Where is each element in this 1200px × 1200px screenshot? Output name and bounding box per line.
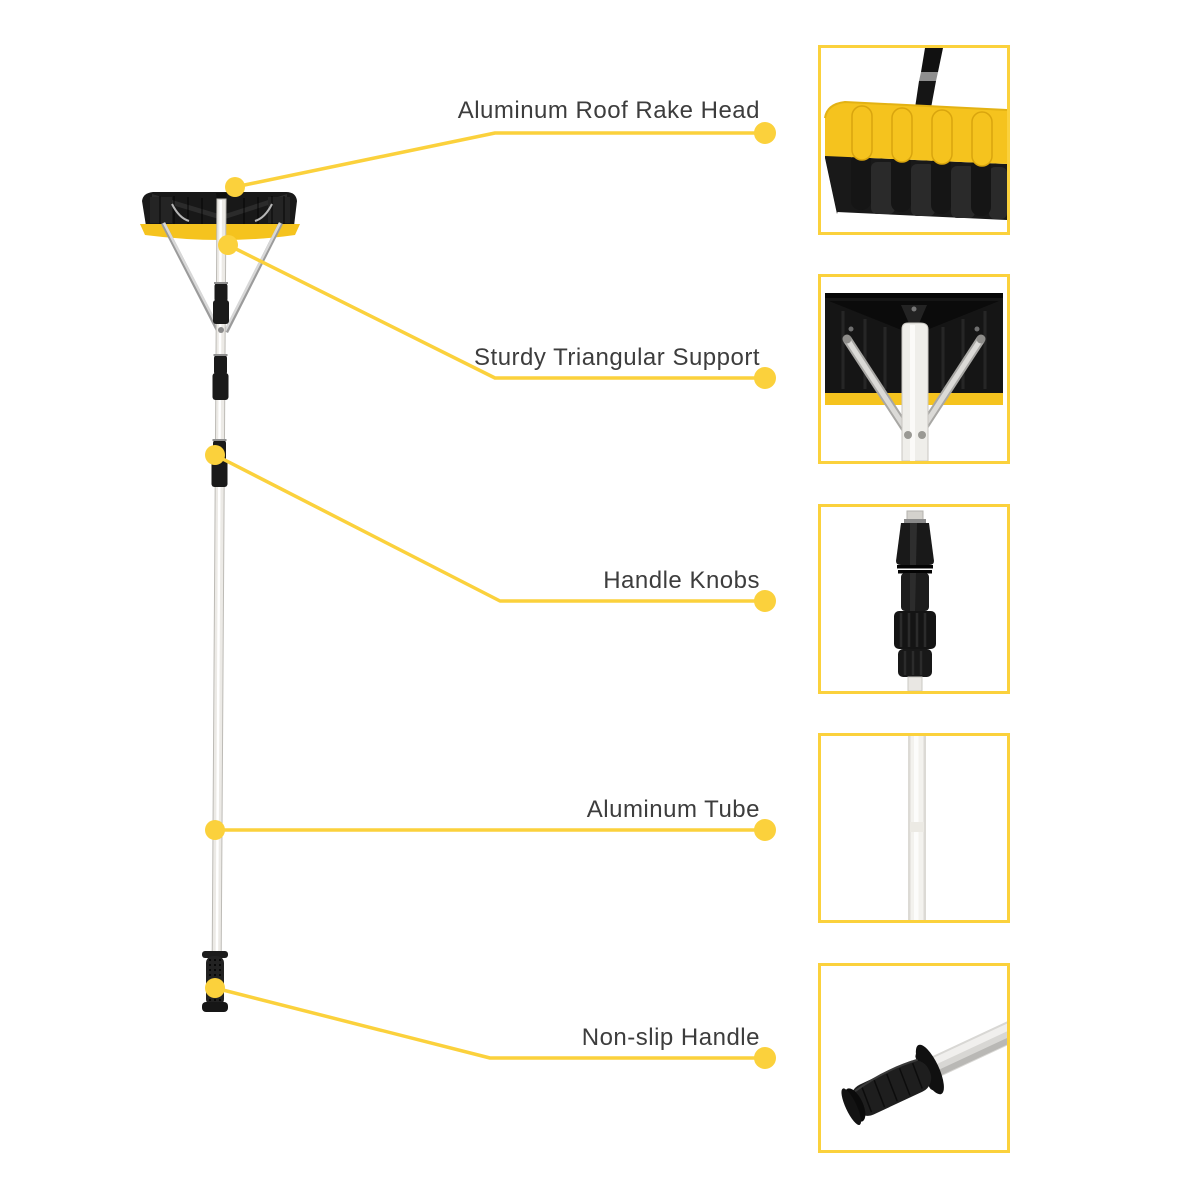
- handle-closeup-image: [841, 1004, 1007, 1125]
- detail-box-knobs: [818, 504, 1010, 694]
- rake-head-closeup-image: [824, 48, 1007, 220]
- anchor-dot-knobs: [205, 445, 225, 465]
- detail-box-rake-head: [818, 45, 1010, 235]
- callout-line-handle: [214, 986, 765, 1060]
- label-dot-handle: [754, 1047, 776, 1069]
- detail-box-handle: [818, 963, 1010, 1153]
- handle-knobs-on-pole: [211, 282, 229, 487]
- callout-lines: [214, 131, 765, 1060]
- label-dot-knobs: [754, 590, 776, 612]
- detail-box-tube: [818, 733, 1010, 923]
- support-closeup-image: [825, 293, 1003, 461]
- triangular-support: [160, 221, 284, 334]
- callout-label-knobs: Handle Knobs: [603, 567, 760, 594]
- label-dot-tube: [754, 819, 776, 841]
- label-dot-rake-head: [754, 122, 776, 144]
- callout-line-rake-head: [234, 131, 765, 189]
- anchor-dot-support: [218, 235, 238, 255]
- anchor-dot-tube: [205, 820, 225, 840]
- anchor-dot-rake-head: [225, 177, 245, 197]
- tube-closeup-image: [908, 736, 926, 920]
- callout-label-rake-head: Aluminum Roof Rake Head: [457, 97, 760, 124]
- callout-label-tube: Aluminum Tube: [586, 796, 760, 823]
- label-dot-support: [754, 367, 776, 389]
- callout-label-handle: Non-slip Handle: [581, 1024, 760, 1051]
- callout-line-knobs: [214, 453, 765, 603]
- knob-closeup-image: [894, 510, 936, 691]
- anchor-dot-handle: [205, 978, 225, 998]
- callout-label-support: Sturdy Triangular Support: [474, 344, 760, 371]
- callout-dots: [205, 122, 776, 1069]
- detail-box-support: [818, 274, 1010, 464]
- callout-line-support: [227, 243, 765, 380]
